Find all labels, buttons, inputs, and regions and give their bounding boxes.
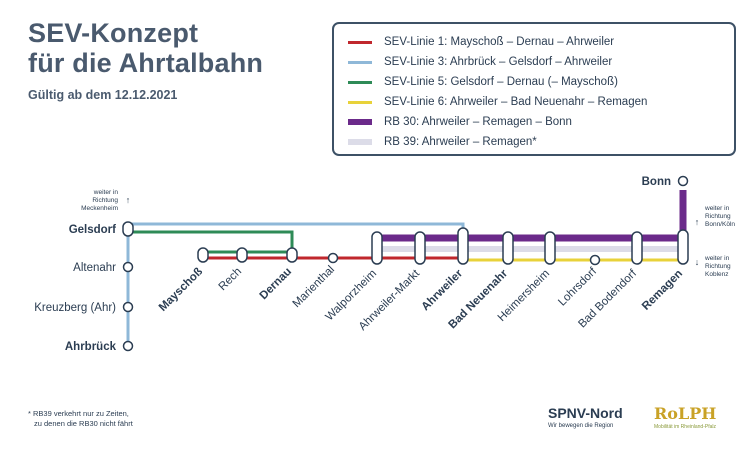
valid-from-date: Gültig ab dem 12.12.2021 <box>28 88 178 102</box>
arrow-up-icon: ↑ <box>126 195 131 205</box>
station-label-kreuzberg: Kreuzberg (Ahr) <box>34 302 116 314</box>
station-marker-dernau[interactable] <box>286 247 298 263</box>
legend-swatch-rb39 <box>348 139 372 145</box>
legend-label-rb39: RB 39: Ahrweiler – Remagen* <box>384 136 537 148</box>
station-marker-walporzheim[interactable] <box>371 231 383 265</box>
legend-item-sev6: SEV-Linie 6: Ahrweiler – Bad Neuenahr – … <box>348 94 647 110</box>
legend-swatch-sev5 <box>348 80 372 84</box>
station-marker-heimersheim[interactable] <box>544 231 556 265</box>
station-marker-rech[interactable] <box>236 247 248 263</box>
arrow-down-icon: ↓ <box>695 257 700 267</box>
direction-bonn-line1: weiter in <box>704 205 730 212</box>
direction-meckenheim-line2: Richtung <box>92 197 118 204</box>
legend-label-sev1: SEV-Linie 1: Mayschoß – Dernau – Ahrweil… <box>384 36 615 48</box>
station-label-dernau: Dernau <box>258 266 295 303</box>
legend-label-sev5: SEV-Linie 5: Gelsdorf – Dernau (– Maysch… <box>384 76 618 88</box>
station-marker-bonn[interactable] <box>677 175 689 187</box>
station-label-altenahr: Altenahr <box>73 262 116 274</box>
footnote-line2: zu denen die RB30 nicht fährt <box>34 419 133 428</box>
legend-item-rb39: RB 39: Ahrweiler – Remagen* <box>348 134 537 150</box>
spnv-nord-logo: SPNV-Nord <box>548 405 623 421</box>
station-marker-bad-neuenahr[interactable] <box>502 231 514 265</box>
station-label-bonn: Bonn <box>642 176 671 188</box>
station-label-gelsdorf: Gelsdorf <box>69 224 116 236</box>
direction-meckenheim-line1: weiter in <box>93 189 119 196</box>
station-label-mayschoss: Mayschoß <box>157 266 205 314</box>
spnv-nord-tagline: Wir bewegen die Region <box>548 423 614 429</box>
legend-label-sev3: SEV-Linie 3: Ahrbrück – Gelsdorf – Ahrwe… <box>384 56 613 68</box>
page-title-line2: für die Ahrtalbahn <box>28 48 264 78</box>
legend-item-sev5: SEV-Linie 5: Gelsdorf – Dernau (– Maysch… <box>348 74 618 90</box>
station-marker-altenahr[interactable] <box>122 261 134 273</box>
legend-item-sev3: SEV-Linie 3: Ahrbrück – Gelsdorf – Ahrwe… <box>348 54 612 70</box>
legend-label-sev6: SEV-Linie 6: Ahrweiler – Bad Neuenahr – … <box>384 96 648 108</box>
direction-bonn-line2: Richtung <box>705 213 731 220</box>
station-marker-marienthal[interactable] <box>327 252 339 264</box>
direction-koblenz-line2: Richtung <box>705 263 731 270</box>
legend-item-sev1: SEV-Linie 1: Mayschoß – Dernau – Ahrweil… <box>348 34 614 50</box>
legend-swatch-sev1 <box>348 40 372 44</box>
station-marker-remagen[interactable] <box>677 229 689 265</box>
direction-meckenheim-line3: Meckenheim <box>81 205 118 212</box>
station-marker-lohrsdorf[interactable] <box>589 254 601 266</box>
station-marker-ahrweiler-markt[interactable] <box>414 231 426 265</box>
station-label-marienthal: Marienthal <box>291 264 337 310</box>
rolph-tagline: Mobilität im Rheinland-Pfalz <box>654 424 716 430</box>
legend-item-rb30: RB 30: Ahrweiler – Remagen – Bonn <box>348 114 572 130</box>
page-title-line1: SEV-Konzept <box>28 18 199 48</box>
station-label-ahrweiler: Ahrweiler <box>420 267 466 313</box>
station-marker-bad-bodendorf[interactable] <box>631 231 643 265</box>
station-marker-ahrweiler[interactable] <box>457 227 469 265</box>
legend-label-rb30: RB 30: Ahrweiler – Remagen – Bonn <box>384 116 572 128</box>
station-label-rech: Rech <box>217 266 244 293</box>
station-label-ahrbrueck: Ahrbrück <box>65 341 117 353</box>
station-label-remagen: Remagen <box>640 268 685 313</box>
arrow-up-icon: ↑ <box>695 217 700 227</box>
station-marker-kreuzberg[interactable] <box>122 301 134 313</box>
station-marker-mayschoss[interactable] <box>197 247 209 263</box>
direction-koblenz-line1: weiter in <box>704 255 730 262</box>
station-label-lohrsdorf: Lohrsdorf <box>556 265 599 308</box>
footnote: * RB39 verkehrt nur zu Zeiten, zu denen … <box>28 409 133 429</box>
station-marker-gelsdorf[interactable] <box>122 221 134 237</box>
footnote-line1: * RB39 verkehrt nur zu Zeiten, <box>28 409 129 418</box>
direction-koblenz-line3: Koblenz <box>705 271 729 278</box>
legend-swatch-rb30 <box>348 119 372 125</box>
line-rb30 <box>377 190 687 242</box>
station-marker-ahrbrueck[interactable] <box>122 340 134 352</box>
legend-box: SEV-Linie 1: Mayschoß – Dernau – Ahrweil… <box>332 22 736 156</box>
legend-swatch-sev3 <box>348 60 372 64</box>
line-sev5 <box>133 230 294 254</box>
rolph-logo: RoLPH <box>654 404 717 423</box>
legend-swatch-sev6 <box>348 100 372 104</box>
direction-bonn-line3: Bonn/Köln <box>705 221 735 228</box>
